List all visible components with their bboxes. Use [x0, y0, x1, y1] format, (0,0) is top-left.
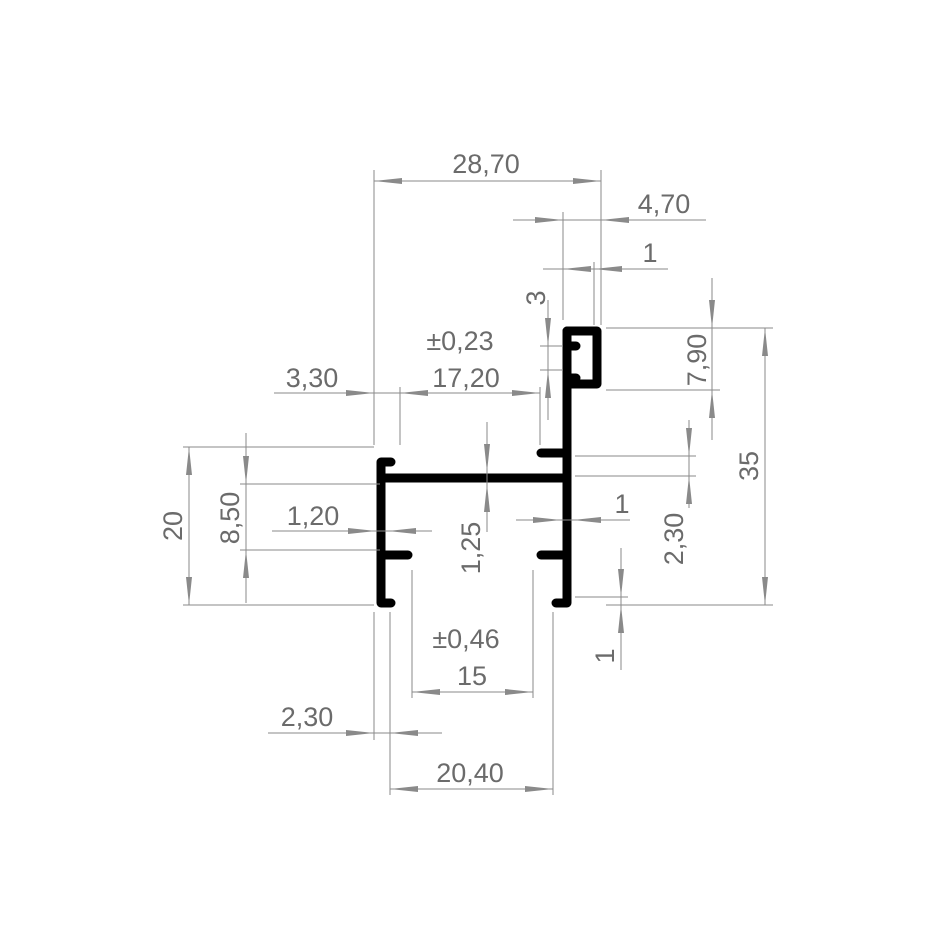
label-bottom-right-thickness: 1: [590, 648, 620, 663]
label-body-height: 20: [158, 511, 188, 541]
label-inner-channel-width: 17,20: [432, 363, 500, 393]
top-hook-inner: [562, 326, 581, 351]
label-top-hook-width: 4,70: [638, 189, 691, 219]
aluminium-profile: [376, 326, 602, 608]
label-bottom-left-foot: 2,30: [281, 702, 334, 732]
label-left-flange: 3,30: [286, 363, 339, 393]
label-overall-width: 28,70: [452, 149, 520, 179]
right-wall: [551, 373, 572, 608]
left-wall: [376, 457, 396, 608]
label-tolerance-upper: ±0,23: [426, 326, 493, 356]
dimension-lines: [183, 170, 773, 795]
label-hook-gap: 3: [521, 290, 551, 305]
label-center-wall: 1,25: [456, 522, 486, 575]
label-right-hook-height: 7,90: [682, 334, 712, 387]
label-web-thickness: 1,20: [287, 501, 340, 531]
label-top-hook-thickness: 1: [642, 238, 657, 268]
label-inner-height: 8,50: [215, 492, 245, 545]
label-bottom-slot: 15: [457, 661, 487, 691]
label-tolerance-lower: ±0,46: [432, 624, 499, 654]
label-bottom-width: 20,40: [436, 758, 504, 788]
dimension-labels: 28,70 4,70 1 3 ±0,23 17,20 3,30 7,90 35 …: [158, 149, 764, 788]
label-right-wall: 1: [614, 489, 629, 519]
label-lower-right-height: 2,30: [659, 513, 689, 566]
label-total-height: 35: [734, 451, 764, 481]
